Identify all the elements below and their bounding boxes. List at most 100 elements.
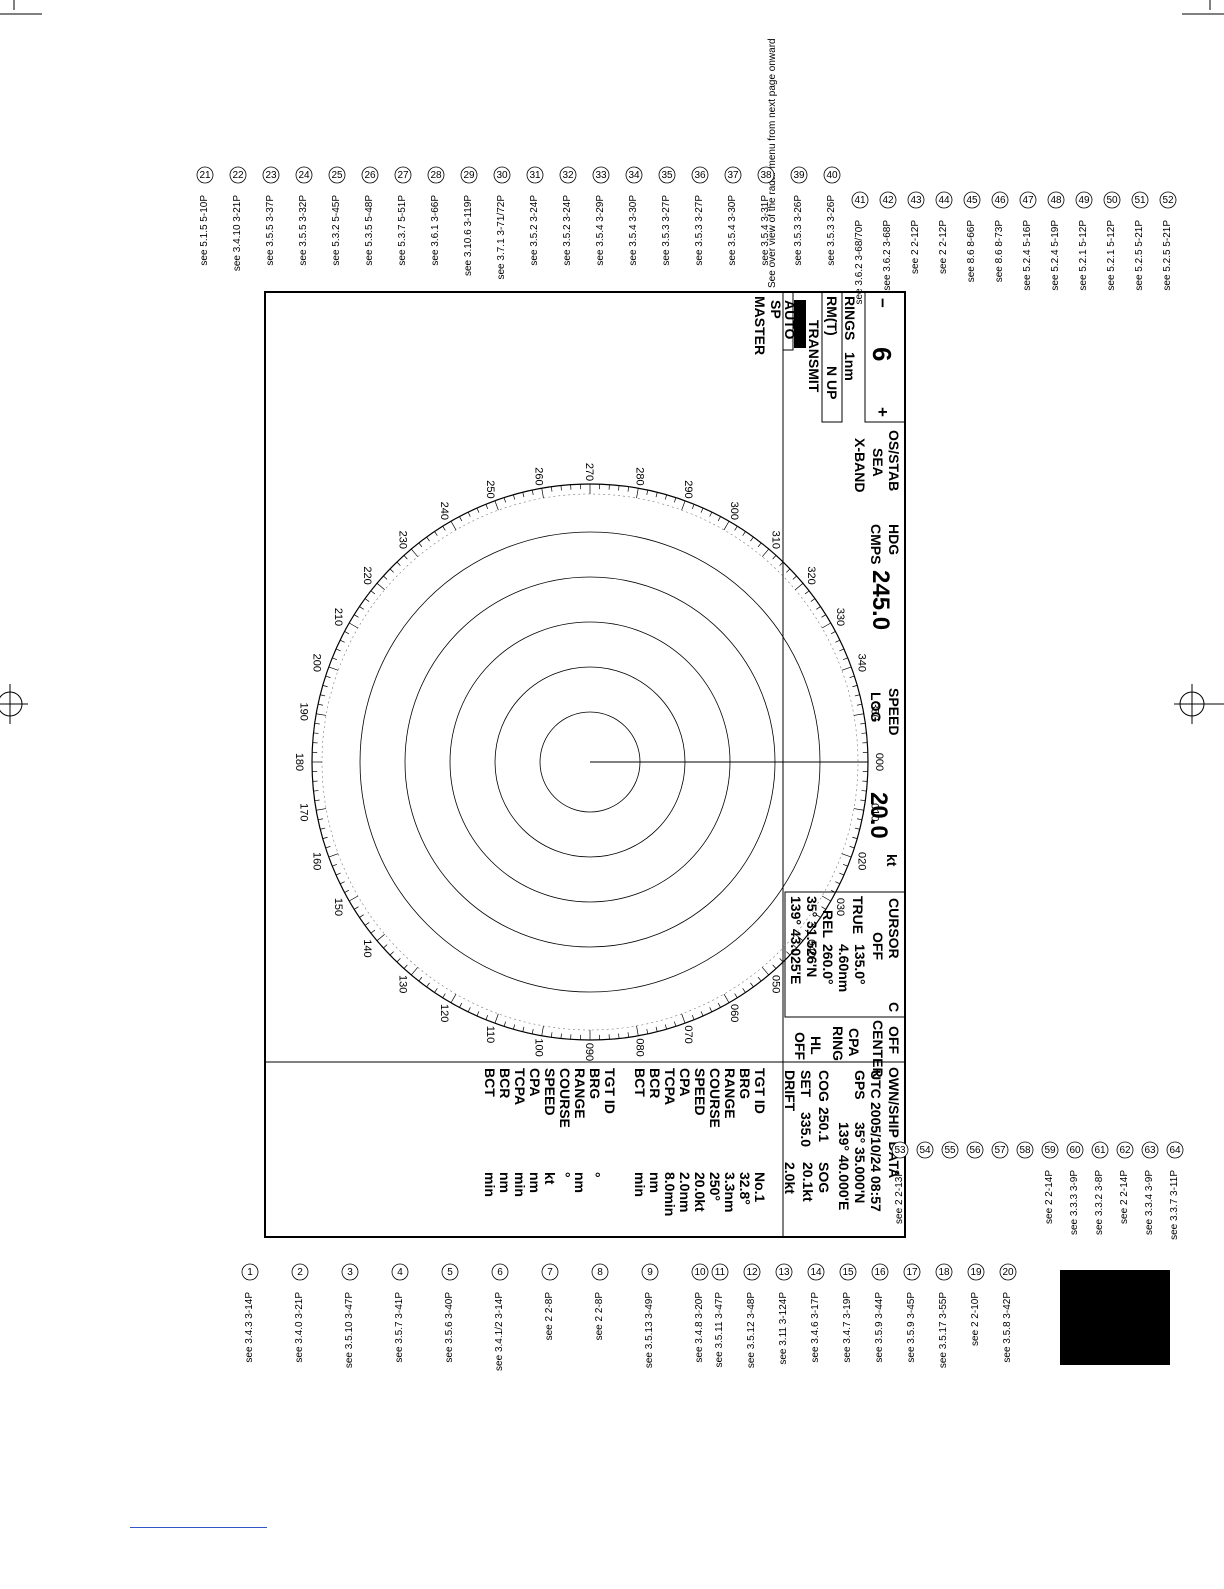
- bearing-tick: [701, 508, 703, 513]
- svg-text:29: 29: [463, 170, 475, 181]
- svg-text:28: 28: [430, 170, 442, 181]
- bearing-tick: [628, 1032, 629, 1037]
- bearing-tick: [816, 607, 820, 610]
- bearing-tick: [486, 1015, 488, 1020]
- hl-2[interactable]: OFF: [792, 1032, 808, 1060]
- bearing-tick: [862, 791, 867, 792]
- bearing-label: 060: [728, 1004, 740, 1022]
- sog-value: 20.1kt: [800, 1162, 816, 1202]
- range-minus[interactable]: −: [873, 298, 892, 308]
- svg-text:33: 33: [595, 170, 607, 181]
- bearing-tick: [419, 977, 422, 981]
- bearing-tick: [674, 498, 676, 503]
- bearing-tick: [855, 695, 860, 696]
- bearing-tick: [320, 828, 325, 829]
- tgt-field-label: BCT: [482, 1068, 498, 1097]
- svg-text:see 8.6 8-73P: see 8.6 8-73P: [994, 220, 1005, 283]
- hl-1[interactable]: HL: [808, 1036, 824, 1055]
- svg-text:39: 39: [793, 170, 805, 181]
- cpa-ring-2[interactable]: RING: [830, 1026, 846, 1061]
- bearing-tick: [377, 934, 385, 940]
- bearing-tick: [822, 896, 831, 901]
- cursor-state[interactable]: OFF: [870, 932, 886, 960]
- bearing-tick: [701, 1011, 703, 1016]
- gps-label: GPS: [852, 1070, 868, 1100]
- svg-text:see 3.5.5 3-32P: see 3.5.5 3-32P: [298, 195, 309, 266]
- bearing-tick: [860, 800, 865, 801]
- bearing-tick: [724, 994, 729, 1003]
- off-center-2[interactable]: CENTER: [870, 1020, 886, 1078]
- svg-text:see 3.3.4 3-9P: see 3.3.4 3-9P: [1144, 1170, 1155, 1235]
- cursor-true: TRUE: [850, 896, 866, 934]
- bearing-label: 220: [361, 566, 373, 584]
- speed-label: SPEED: [886, 688, 902, 735]
- bearing-tick: [750, 537, 753, 541]
- bearing-tick: [349, 623, 358, 628]
- svg-text:see 3.5.4 3-30P: see 3.5.4 3-30P: [727, 195, 738, 266]
- bearing-label: 110: [484, 1026, 496, 1044]
- tgt-field-value: nm: [497, 1172, 513, 1193]
- bearing-tick: [637, 1026, 639, 1036]
- bearing-tick: [532, 490, 533, 495]
- bearing-tick: [795, 583, 803, 589]
- range-plus[interactable]: +: [873, 407, 892, 417]
- os-stab-value[interactable]: SEA: [870, 448, 886, 477]
- bearing-label: 230: [397, 531, 409, 549]
- bearing-label: 260: [533, 467, 545, 485]
- tgt-field-label: TGT ID: [602, 1068, 618, 1114]
- bearing-tick: [842, 667, 851, 670]
- svg-text:see 3.5.13 3-49P: see 3.5.13 3-49P: [644, 1292, 655, 1368]
- svg-text:see 2 2-10P: see 2 2-10P: [970, 1292, 981, 1346]
- utc-label: UTC: [868, 1070, 884, 1099]
- bearing-tick: [371, 591, 375, 594]
- bearing-label: 070: [682, 1025, 694, 1043]
- orientation-mode[interactable]: N UP: [824, 366, 840, 399]
- bearing-tick: [323, 685, 328, 686]
- callout-11: 11 see 3.5.11 3-47P: [712, 1264, 728, 1367]
- cpa-ring-1[interactable]: CPA: [846, 1028, 862, 1057]
- bearing-tick: [665, 1024, 666, 1029]
- pulse-sp[interactable]: SP: [768, 300, 784, 319]
- tgt-field-value: 2.0nm: [677, 1172, 693, 1212]
- master-mode[interactable]: MASTER: [752, 296, 768, 355]
- bearing-tick: [561, 1034, 562, 1039]
- bearing-tick: [332, 864, 337, 866]
- transmit-status[interactable]: TRANSMIT: [806, 320, 822, 393]
- tgt-field-value: kt: [542, 1172, 558, 1185]
- svg-text:49: 49: [1078, 195, 1090, 206]
- bearing-label: 080: [633, 1038, 645, 1056]
- bearing-tick: [397, 958, 400, 962]
- motion-mode[interactable]: RM(T): [824, 296, 840, 336]
- svg-text:60: 60: [1069, 1145, 1081, 1156]
- bearing-tick: [316, 714, 326, 716]
- svg-text:see 5.2.4 5-16P: see 5.2.4 5-16P: [1022, 220, 1033, 291]
- svg-text:21: 21: [199, 170, 211, 181]
- bearing-tick: [665, 495, 666, 500]
- svg-text:4: 4: [397, 1267, 403, 1278]
- bearing-tick: [383, 945, 387, 948]
- svg-text:24: 24: [298, 170, 310, 181]
- bearing-label: 310: [769, 531, 781, 549]
- svg-text:see 3.4.1/2 3-14P: see 3.4.1/2 3-14P: [494, 1292, 505, 1371]
- bearing-tick: [735, 526, 738, 530]
- bearing-tick: [857, 704, 862, 705]
- off-center-1[interactable]: OFF: [886, 1026, 902, 1054]
- bearing-tick: [647, 490, 648, 495]
- tgt-field-value: min: [632, 1172, 648, 1197]
- own-ship-title: OWN/SHIP DATA: [886, 1067, 902, 1178]
- bearing-tick: [862, 733, 867, 734]
- bearing-tick: [628, 487, 629, 492]
- hdg-source[interactable]: CMPS: [868, 524, 884, 564]
- svg-text:11: 11: [715, 1267, 726, 1278]
- svg-text:see 3.5.11 3-47P: see 3.5.11 3-47P: [714, 1292, 725, 1368]
